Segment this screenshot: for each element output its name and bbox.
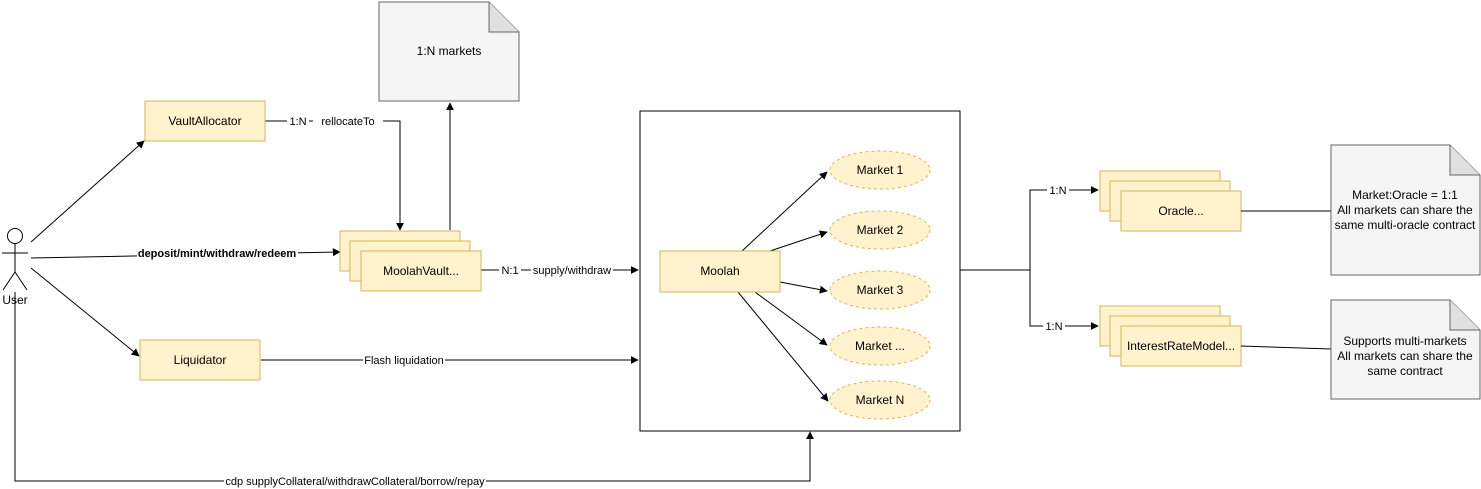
label-allocator-action: rellocateTo — [321, 116, 374, 128]
irm-note-line-2: All markets can share the — [1337, 349, 1473, 363]
market-2-label: Market 2 — [857, 223, 904, 237]
oracle-label: Oracle... — [1158, 204, 1203, 218]
market-4-label: Market ... — [855, 339, 905, 353]
markets-note: 1:N markets — [378, 1, 520, 102]
irm-note-line-3: same contract — [1367, 364, 1443, 378]
label-oracle-ratio: 1:N — [1049, 185, 1066, 197]
markets-note-text: 1:N markets — [417, 44, 482, 58]
oracle-note-line-2: All markets can share the — [1337, 203, 1473, 217]
irm-note-line-1: Supports multi-markets — [1343, 334, 1466, 348]
moolah-label: Moolah — [700, 264, 739, 278]
edge-moolah-market-1 — [741, 171, 828, 252]
liquidator-label: Liquidator — [174, 353, 227, 367]
label-vault-action: supply/withdraw — [533, 265, 611, 277]
irm-note: Supports multi-markets All markets can s… — [1330, 299, 1481, 400]
edge-irm-note — [1240, 345, 1332, 350]
market-n: Market N — [829, 380, 931, 420]
label-cdp: cdp supplyCollateral/withdrawCollateral/… — [225, 476, 485, 488]
edge-moolah-market-4 — [754, 291, 828, 346]
edge-user-liquidator — [30, 267, 140, 357]
market-1: Market 1 — [829, 150, 931, 190]
edge-moolah-oracle — [960, 186, 1099, 271]
oracle-node: Oracle... — [1099, 170, 1242, 232]
market-3-label: Market 3 — [857, 283, 904, 297]
user-actor: User — [2, 228, 28, 307]
moolah-node: Moolah — [659, 250, 781, 293]
user-label: User — [2, 293, 27, 307]
interest-rate-model-node: InterestRateModel... — [1099, 305, 1242, 367]
edge-allocator-vault — [265, 120, 404, 231]
edge-moolah-market-3 — [779, 281, 828, 294]
market-2: Market 2 — [829, 210, 931, 250]
moolah-vault-label: MoolahVault... — [383, 264, 459, 278]
oracle-note: Market:Oracle = 1:1 All markets can shar… — [1330, 144, 1481, 276]
interest-rate-model-label: InterestRateModel... — [1127, 339, 1235, 353]
edge-moolah-market-n — [737, 291, 829, 402]
label-user-vault: deposit/mint/withdraw/redeem — [138, 248, 297, 260]
market-1-label: Market 1 — [857, 163, 904, 177]
moolah-vault-node: MoolahVault... — [339, 230, 482, 292]
edge-moolah-market-2 — [769, 230, 828, 252]
vault-allocator-node: VaultAllocator — [144, 100, 266, 142]
liquidator-node: Liquidator — [139, 339, 261, 381]
label-allocator-ratio: 1:N — [289, 116, 306, 128]
edge-user-allocator — [30, 140, 145, 243]
vault-allocator-label: VaultAllocator — [168, 114, 241, 128]
market-n-label: Market N — [856, 393, 905, 407]
edge-moolah-irm — [1029, 270, 1099, 330]
label-irm-ratio: 1:N — [1045, 321, 1062, 333]
oracle-note-line-3: same multi-oracle contract — [1335, 218, 1476, 232]
oracle-note-line-1: Market:Oracle = 1:1 — [1352, 188, 1458, 202]
label-liquidation: Flash liquidation — [364, 355, 444, 367]
market-4: Market ... — [829, 326, 931, 366]
market-3: Market 3 — [829, 270, 931, 310]
label-vault-ratio: N:1 — [501, 265, 518, 277]
